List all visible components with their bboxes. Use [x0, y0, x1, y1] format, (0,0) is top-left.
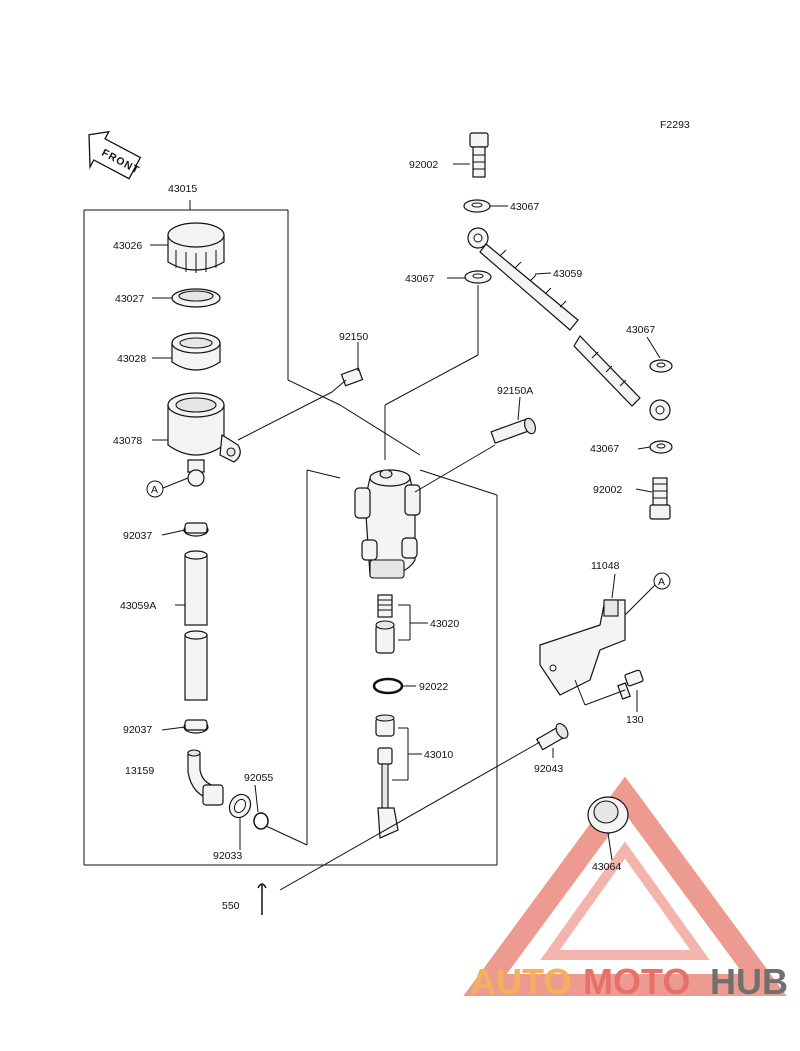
- callout-92055: 92055: [244, 772, 273, 784]
- watermark-logo: [463, 776, 787, 996]
- callout-43026: 43026: [113, 240, 142, 252]
- callout-43064: 43064: [592, 861, 621, 873]
- callout-92002-lower: 92002: [593, 484, 622, 496]
- svg-text:MOTO: MOTO: [583, 961, 690, 1002]
- washer-2-hole: [472, 273, 484, 279]
- reservoir-hose: [184, 550, 208, 701]
- marker-A-right: [653, 572, 671, 590]
- callout-43059A: 43059A: [120, 600, 156, 612]
- callout-43027: 43027: [115, 293, 144, 305]
- reservoir-cap: [167, 222, 225, 273]
- hose-clamp-lower: [183, 719, 209, 734]
- dust-boot: [587, 796, 629, 834]
- hose-clamp-upper: [183, 522, 209, 537]
- front-arrow-icon: FRONT: [88, 130, 142, 180]
- frame-right-top: [419, 469, 498, 496]
- washer-4-hole: [656, 443, 666, 449]
- bolt-130: [617, 669, 644, 700]
- left-assembly-frame: [287, 210, 341, 406]
- callout-43020: 43020: [430, 618, 459, 630]
- marker-A1: A: [151, 484, 158, 496]
- marker-A-left: [146, 480, 164, 498]
- callout-43067-4: 43067: [590, 443, 619, 455]
- bracket: [539, 599, 626, 696]
- diagram-code: F2293: [660, 119, 690, 131]
- piston-spring: [375, 594, 395, 654]
- brake-hose: [467, 227, 671, 421]
- callout-43059: 43059: [553, 268, 582, 280]
- elbow-fitting: [187, 749, 224, 806]
- callout-43067-2: 43067: [405, 273, 434, 285]
- banjo-bolt-lower: [649, 477, 671, 520]
- push-rod: [375, 714, 399, 839]
- callout-92037-upper: 92037: [123, 530, 152, 542]
- bolt-92150: [331, 367, 364, 393]
- reservoir-tank: [167, 392, 241, 487]
- cotter-pin: [257, 883, 267, 915]
- callout-43015: 43015: [168, 183, 197, 195]
- callout-92022: 92022: [419, 681, 448, 693]
- callout-43067-1: 43067: [510, 201, 539, 213]
- callout-92150: 92150: [339, 331, 368, 343]
- washer-1-hole: [471, 202, 483, 208]
- callout-92150A: 92150A: [497, 385, 533, 397]
- clevis-pin: [535, 723, 569, 751]
- callout-13159: 13159: [125, 765, 154, 777]
- callout-43067-3: 43067: [626, 324, 655, 336]
- callout-92043: 92043: [534, 763, 563, 775]
- svg-text:AUTO: AUTO: [470, 961, 571, 1002]
- callout-43078: 43078: [113, 435, 142, 447]
- o-ring: [253, 812, 269, 830]
- circlip-92022: [372, 677, 404, 695]
- callout-130: 130: [626, 714, 644, 726]
- washer-3-hole: [656, 362, 666, 368]
- callout-43028: 43028: [117, 353, 146, 365]
- callout-43010: 43010: [424, 749, 453, 761]
- diaphragm-plate: [171, 288, 221, 308]
- inner-frame-top: [306, 469, 341, 479]
- diaphragm: [171, 332, 221, 371]
- watermark-text: AUTO MOTO HUB: [470, 961, 788, 1002]
- circlip: [228, 793, 252, 819]
- leader-lines: [150, 163, 661, 891]
- callout-11048: 11048: [591, 560, 620, 572]
- callout-92002-upper: 92002: [409, 159, 438, 171]
- svg-text:HUB: HUB: [710, 961, 788, 1002]
- bolt-92150A: [490, 417, 536, 444]
- callout-92037-lower: 92037: [123, 724, 152, 736]
- banjo-bolt-upper: [469, 132, 489, 178]
- frame-diag: [339, 404, 421, 456]
- marker-A2: A: [658, 576, 665, 588]
- callout-92033: 92033: [213, 850, 242, 862]
- master-cylinder-body: [354, 469, 421, 579]
- callout-550: 550: [222, 900, 240, 912]
